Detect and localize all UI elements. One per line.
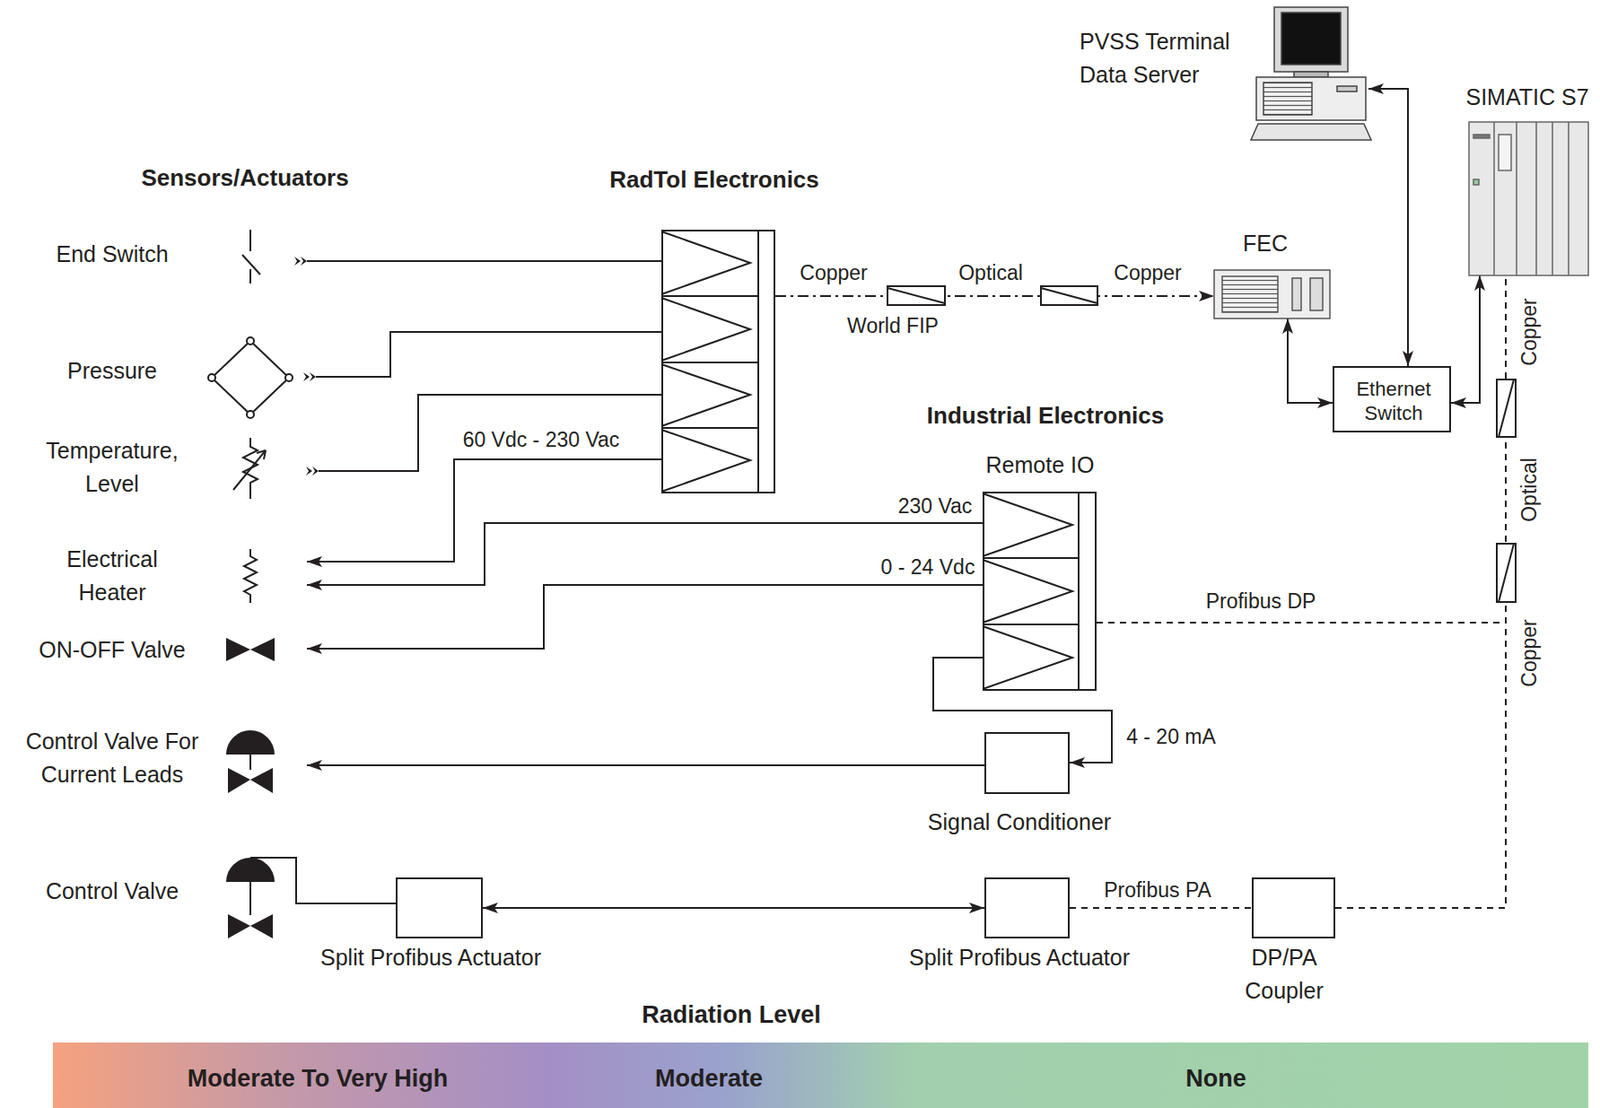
- node-label: Electrical Heater: [44, 542, 180, 610]
- node-label: FEC: [1242, 228, 1288, 259]
- node-label: Pressure: [67, 356, 158, 386]
- connector: [1287, 318, 1333, 403]
- remote-io-module: Remote IO: [982, 491, 1097, 691]
- connector: [1451, 275, 1480, 403]
- actuator-box: Split Profibus Actuator: [395, 877, 483, 939]
- radtol-module: RadTol Electronics: [661, 229, 776, 494]
- computer-terminal: PVSS Terminal Data Server: [1250, 5, 1369, 142]
- medium-label: Copper: [1110, 261, 1184, 287]
- connector: [306, 585, 983, 649]
- node-label: Control Valve: [45, 876, 179, 907]
- actuator-item: Control Valve For Current Leads: [7, 722, 307, 799]
- actuator-item: Electrical Heater: [17, 543, 307, 611]
- actuator-item: ON-OFF Valve: [17, 628, 307, 672]
- connector: [1069, 907, 1252, 910]
- node-label: DP/PA Coupler: [1230, 941, 1338, 1008]
- connector: [306, 764, 985, 767]
- node-label: Radiation Level: [641, 999, 822, 1032]
- node-label: Moderate To Very High: [187, 1063, 449, 1095]
- connector: [315, 332, 662, 377]
- connector-label: 0 - 24 Vdc: [878, 555, 979, 581]
- node-label: Split Profibus Actuator: [909, 943, 1130, 973]
- fec-icon: [1214, 270, 1330, 319]
- connector-label: 230 Vac: [895, 494, 976, 520]
- medium-label: Optical: [955, 261, 1026, 287]
- plc-rack: SIMATIC S7: [1468, 122, 1589, 276]
- connector-label: Profibus PA: [1101, 878, 1215, 904]
- connector-label: Profibus DP: [1203, 589, 1320, 615]
- sensor-item: Pressure: [17, 339, 316, 417]
- connector: [482, 907, 985, 910]
- node-label: Signal Conditioner: [927, 807, 1111, 838]
- connector: [775, 295, 1215, 298]
- pressure-bridge-symbol: [208, 337, 293, 419]
- valve-stem: [249, 882, 252, 916]
- connector: [306, 523, 983, 586]
- section-heading: Sensors/Actuators: [138, 164, 351, 193]
- connector-label: 60 Vdc - 230 Vac: [460, 428, 623, 454]
- variable-resistor-symbol: [233, 437, 266, 499]
- plc-rack-icon: [1468, 122, 1589, 276]
- valve-symbols: [226, 638, 275, 939]
- network-switch: Ethernet Switch: [1332, 366, 1452, 433]
- node-label: Split Profibus Actuator: [320, 943, 542, 973]
- section-heading: Industrial Electronics: [924, 402, 1167, 430]
- sensor-item: End Switch: [17, 238, 307, 284]
- end-switch-symbol: [242, 229, 261, 284]
- node-label: None: [1185, 1063, 1247, 1095]
- sensor-item: Temperature, Level: [17, 436, 319, 503]
- medium-label: Optical: [1517, 454, 1543, 525]
- front-end-computer: FEC: [1214, 270, 1330, 319]
- connector-chevrons: [294, 256, 319, 476]
- node-label: Ethernet Switch: [1343, 376, 1444, 426]
- node-label: End Switch: [55, 239, 168, 270]
- node-label: Moderate: [655, 1063, 763, 1095]
- node-label: RadTol Electronics: [609, 165, 820, 196]
- connector-label: World FIP: [844, 314, 942, 340]
- node-label: ON-OFF Valve: [38, 635, 185, 665]
- valve-stem: [249, 754, 252, 770]
- radtol-channels: [661, 229, 759, 494]
- node-label: SIMATIC S7: [1465, 82, 1589, 113]
- node-label: PVSS Terminal Data Server: [1079, 25, 1251, 92]
- signal-conditioner-box: Signal Conditioner: [984, 732, 1070, 795]
- radiation-band: Radiation LevelModerate To Very HighMode…: [52, 1042, 1589, 1108]
- connector: [1096, 275, 1506, 623]
- actuator-item: Control Valve: [17, 843, 270, 943]
- connector: [306, 260, 662, 263]
- node-label: Remote IO: [986, 450, 1095, 481]
- node-label: Control Valve For Current Leads: [0, 725, 225, 792]
- node-label: Temperature, Level: [38, 434, 187, 501]
- medium-label: Copper: [796, 261, 870, 287]
- actuator-box: Split Profibus Actuator: [984, 877, 1070, 939]
- medium-label: Copper: [1517, 295, 1543, 368]
- computer-icon: [1250, 7, 1372, 140]
- remote-io-channels: [982, 491, 1079, 691]
- connector: [1368, 88, 1408, 367]
- medium-label: Copper: [1517, 616, 1543, 690]
- connector: [269, 857, 396, 904]
- connector-label: 4 - 20 mA: [1123, 725, 1219, 751]
- coupler-box: DP/PA Coupler: [1251, 877, 1336, 939]
- heater-resistor-symbol: [244, 549, 257, 604]
- media-converter: [887, 286, 1516, 603]
